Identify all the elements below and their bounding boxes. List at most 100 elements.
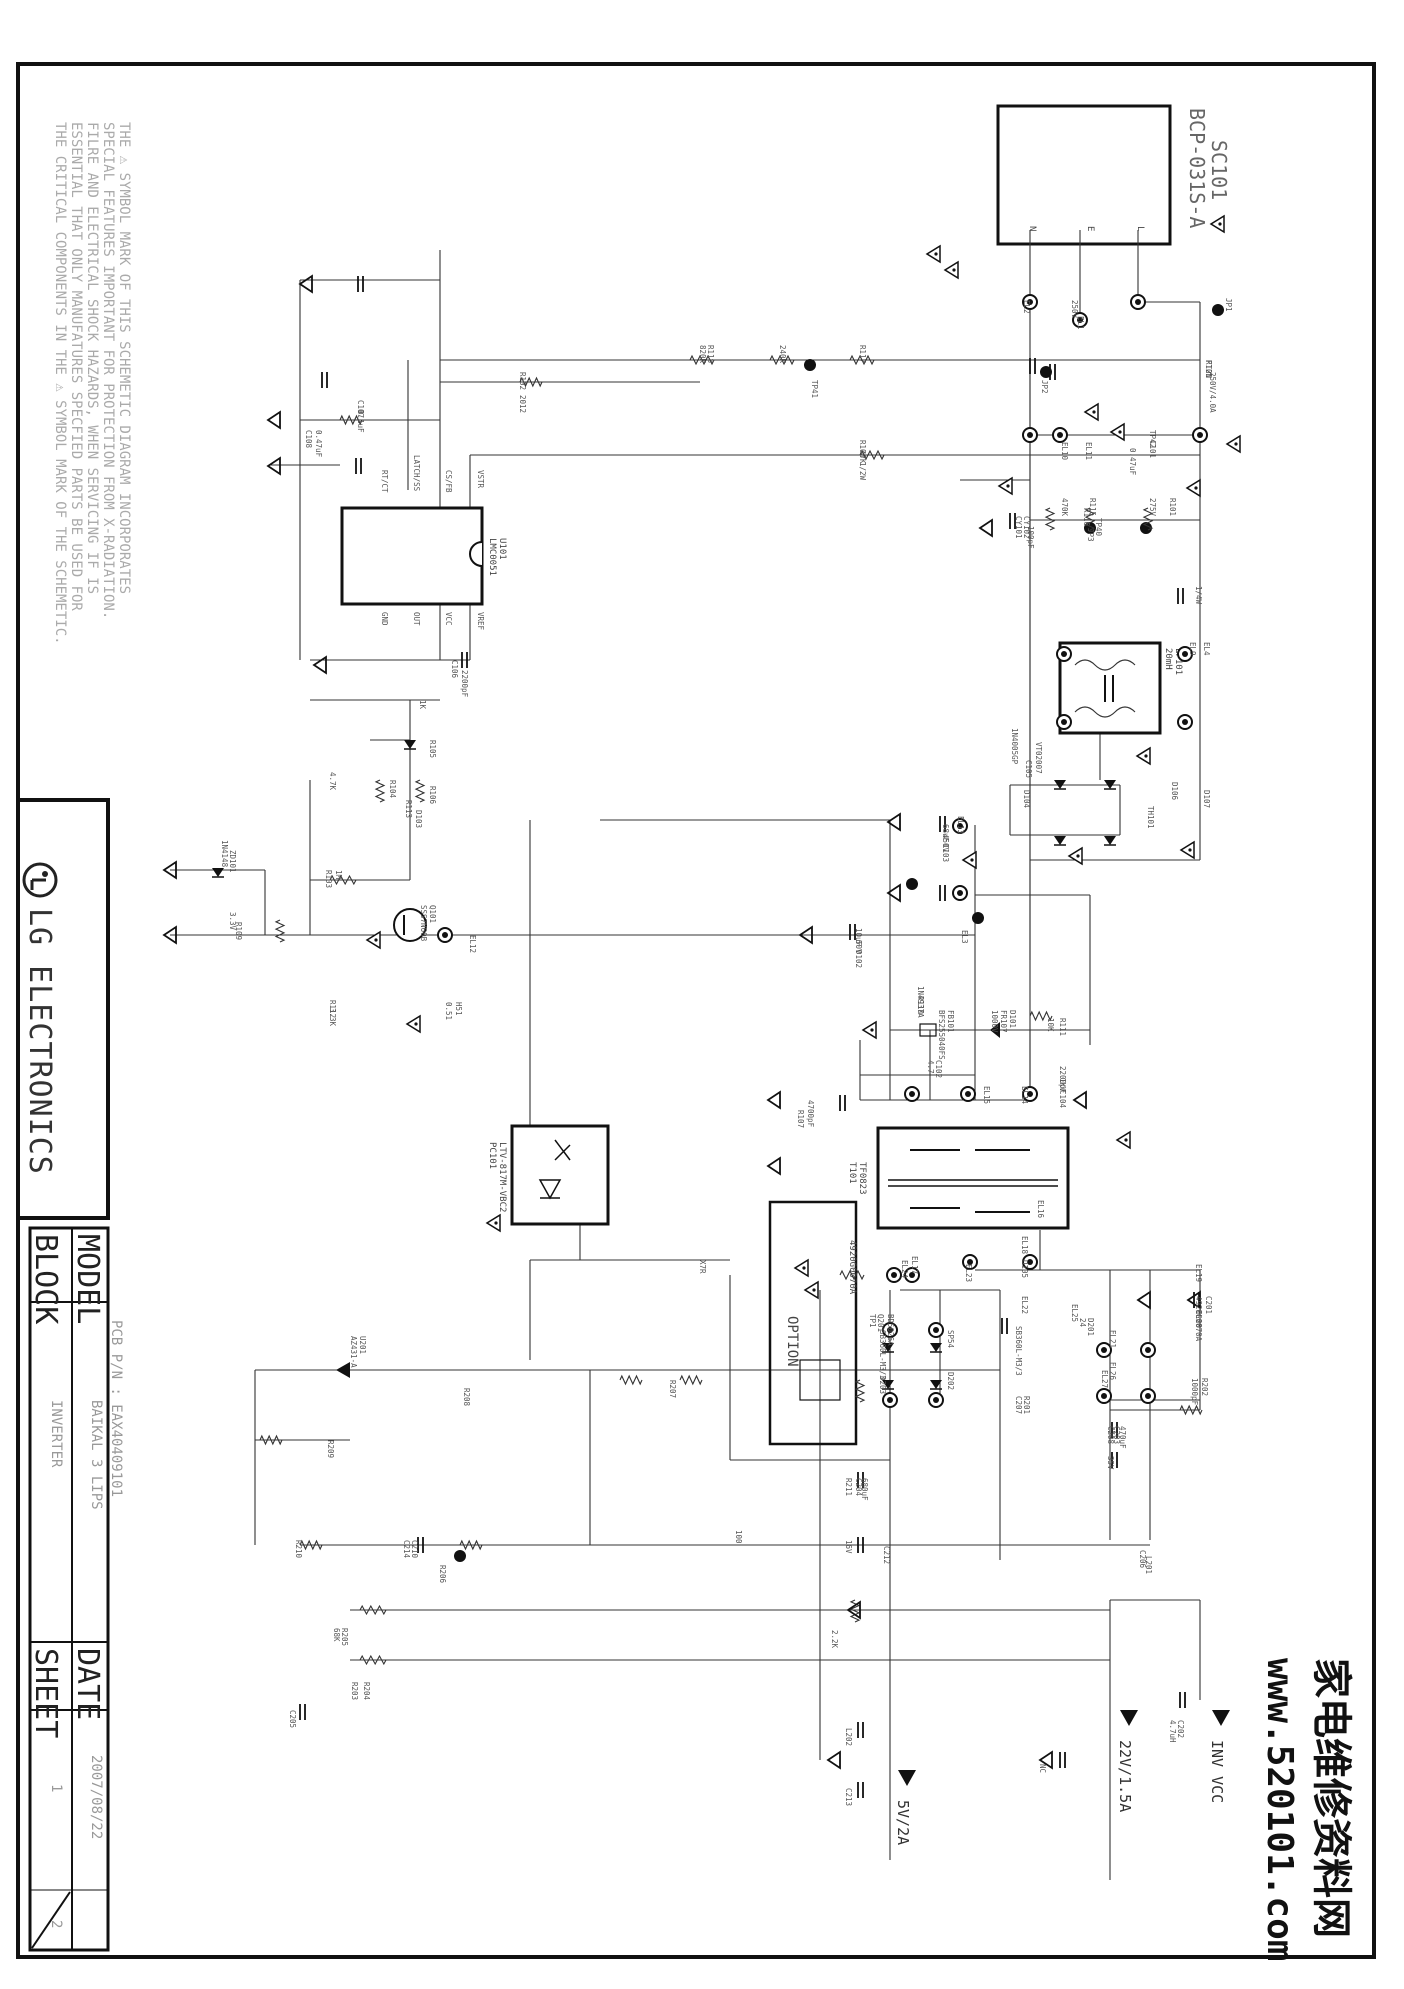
part-label: R117 — [858, 345, 867, 363]
terminal-dot — [1061, 719, 1067, 725]
part-label: EL13 — [956, 816, 965, 834]
part-label: C201 — [1204, 1296, 1213, 1314]
diode — [1104, 780, 1116, 789]
ground-icon — [1136, 1290, 1151, 1310]
u101-pin-vstr: VSTR — [476, 470, 485, 489]
resistor — [769, 354, 795, 366]
ground-icon — [886, 812, 901, 832]
part-label: R113 — [404, 800, 413, 818]
terminal-dot — [1135, 299, 1141, 305]
part-label: C107 — [356, 400, 365, 418]
part-label: 470uF — [1118, 1426, 1127, 1449]
part-label: R115 — [1088, 498, 1097, 516]
part-label: R110 — [916, 996, 925, 1015]
warning-icon — [925, 244, 941, 264]
part-label: 4.7uH — [1168, 1720, 1177, 1743]
part-label: 3.3K — [328, 1008, 337, 1027]
part-label: 450V — [941, 834, 950, 853]
warning-icon — [365, 930, 381, 950]
part-label: 35V — [1106, 1456, 1115, 1470]
date-value: 2007/08/22 — [88, 1755, 104, 1839]
part-label: R105 — [428, 740, 437, 758]
resistor — [274, 919, 286, 943]
part-label: TP41 — [810, 380, 819, 398]
part-label: 1M — [334, 870, 343, 880]
part-label: VT02007 — [1034, 742, 1043, 774]
ground-icon — [886, 883, 901, 903]
sheet-total: 2 — [48, 1920, 64, 1928]
part-label: C212 — [882, 1546, 891, 1564]
part-label: C104 — [1058, 1090, 1067, 1109]
resistor — [329, 874, 357, 886]
part-label: 68K — [332, 1628, 341, 1642]
warning-icon — [861, 1020, 877, 1040]
terminal-dot — [1027, 1091, 1033, 1097]
sc101-ref: SC101 — [1207, 140, 1231, 200]
ground-icon — [162, 860, 177, 880]
resistor — [849, 1599, 861, 1623]
part-label: TP1 — [868, 1314, 877, 1328]
safety-note: THE ⚠ SYMBOL MARK OF THIS SCHEMETIC DIAG… — [52, 122, 132, 645]
ground-icon — [1072, 1090, 1087, 1110]
terminal-dot — [887, 1397, 893, 1403]
resistor — [299, 1539, 323, 1551]
u201-ref: U201 — [358, 1336, 367, 1354]
part-label: 10K — [1046, 1018, 1055, 1032]
part-label: 1N4148 — [220, 840, 229, 868]
terminal-dot — [1027, 1259, 1033, 1265]
terminal-dot — [891, 1272, 897, 1278]
part-label: C210 — [410, 1540, 419, 1559]
d101-diode: D101 FR107 1000V — [990, 1010, 1017, 1038]
q101-part: SSS7N60B — [419, 905, 428, 942]
test-point-dot — [1040, 366, 1052, 378]
part-label: C106 — [450, 660, 459, 679]
resistor — [359, 1604, 387, 1616]
part-label: 1/4W — [1194, 586, 1203, 605]
part-label: 820K — [698, 345, 707, 364]
fb101-part: BFS255040FS — [937, 1010, 946, 1060]
u101-ref: U101 — [497, 538, 507, 560]
q101-ref: Q101 — [428, 905, 437, 923]
part-label: C205 — [288, 1710, 297, 1728]
part-label: R205 — [340, 1628, 349, 1646]
brand-name: LG ELECTRONICS — [22, 908, 57, 1175]
part-label: 100pF — [1026, 526, 1035, 549]
output-5v: 5V/2A — [894, 1800, 912, 1845]
part-label: C213 — [844, 1788, 853, 1806]
resistor — [619, 1374, 643, 1386]
diode — [930, 1380, 942, 1389]
part-label: 250V — [1070, 300, 1079, 319]
ground-icon — [1186, 1290, 1201, 1310]
part-label: 1K — [418, 700, 427, 710]
part-label: C204 — [854, 1478, 863, 1497]
part-label: R101 — [1168, 498, 1177, 516]
part-label: R203 — [350, 1682, 359, 1700]
brand-cell: LG ELECTRONICS — [18, 798, 110, 1220]
part-label: 2.2K — [830, 1630, 839, 1649]
part-label: 100 — [734, 1530, 743, 1544]
warning-icon — [1209, 214, 1225, 234]
model-value: BAIKAL 3 LIPS — [88, 1400, 104, 1510]
warning-icon — [1179, 840, 1195, 860]
part-label: R207 — [668, 1380, 677, 1398]
u201-shunt-regulator: U201 AZ431-A — [336, 1336, 367, 1378]
terminal-dot — [1027, 432, 1033, 438]
terminal-dot — [1197, 432, 1203, 438]
ground-icon — [312, 655, 327, 675]
diode — [882, 1343, 894, 1352]
ground-icon — [766, 1090, 781, 1110]
terminal-dot — [1145, 1393, 1151, 1399]
part-label: C105 — [1024, 760, 1033, 778]
warning-icon — [1225, 434, 1241, 454]
terminal-dot — [909, 1091, 915, 1097]
part-label: EL19 — [1194, 1264, 1203, 1282]
part-label: R112 — [328, 1000, 337, 1018]
watermark-url: www.520101.com — [1259, 1658, 1300, 1961]
part-label: R107 — [796, 1110, 805, 1128]
warning-icon — [1135, 746, 1151, 766]
ground-icon — [798, 925, 813, 945]
part-label: F101 — [1204, 360, 1213, 378]
u101-pin-csfb: CS/FB — [444, 470, 453, 493]
ground-icon — [298, 274, 313, 294]
option-label: OPTION — [784, 1316, 800, 1367]
